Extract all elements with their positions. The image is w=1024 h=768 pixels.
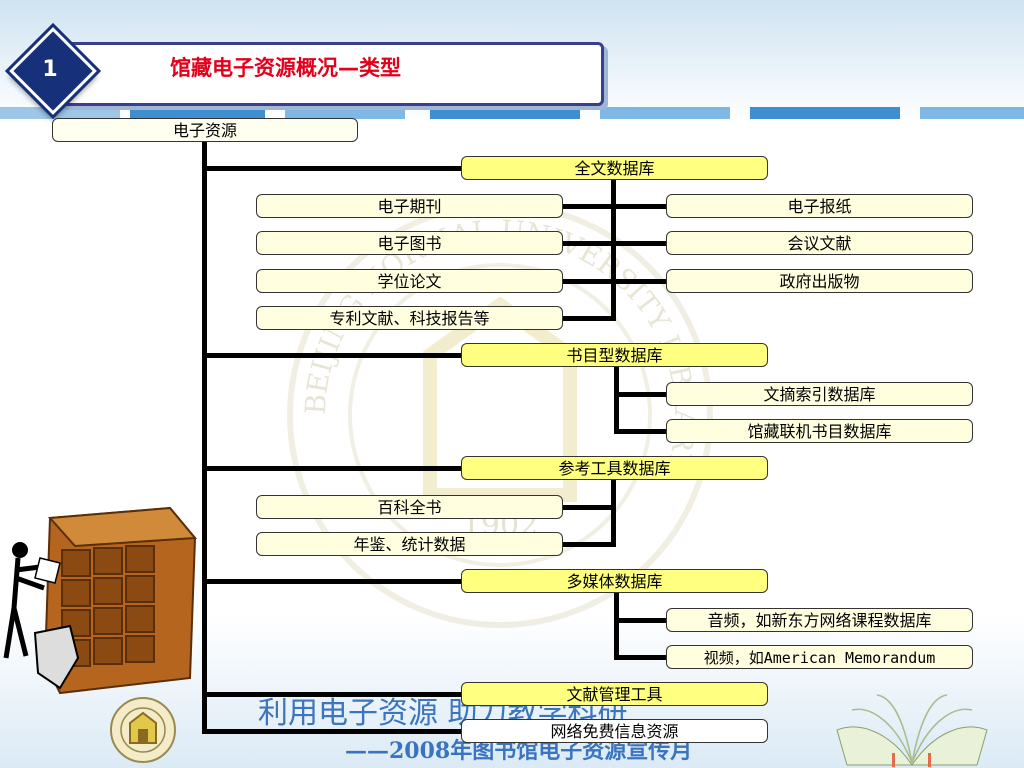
node-item: 馆藏联机书目数据库 [666, 419, 973, 443]
connector-line [614, 655, 666, 660]
node-item: 年鉴、统计数据 [256, 532, 563, 556]
header-stripe [430, 107, 580, 119]
library-seal-icon [110, 697, 176, 763]
connector-line [562, 505, 616, 510]
node-item: 政府出版物 [666, 269, 973, 293]
connector-line [562, 542, 616, 547]
node-root: 电子资源 [52, 118, 358, 142]
slide-number: 1 [42, 57, 58, 82]
header-stripe [600, 107, 730, 119]
node-section-header: 参考工具数据库 [461, 456, 768, 480]
person-at-bookshelf-clipart [3, 506, 198, 695]
slide-title: 馆藏电子资源概况—类型 [170, 56, 401, 80]
connector-line [202, 692, 464, 697]
header-stripe [920, 107, 1024, 119]
connector-line [614, 392, 666, 397]
connector-line [202, 166, 464, 171]
node-item: 视频，如American Memorandum [666, 645, 973, 669]
header-stripe [0, 107, 120, 119]
connector-line [614, 366, 619, 433]
header-stripe [750, 107, 900, 119]
node-item: 电子报纸 [666, 194, 973, 218]
node-section-header: 多媒体数据库 [461, 569, 768, 593]
node-section-header: 网络免费信息资源 [461, 719, 768, 743]
connector-line [614, 592, 619, 659]
connector-line [611, 480, 616, 546]
connector-line [202, 729, 464, 734]
node-item: 会议文献 [666, 231, 973, 255]
connector-line [202, 142, 207, 732]
header-stripe [130, 107, 265, 119]
connector-line [202, 466, 464, 471]
node-section-header: 文献管理工具 [461, 682, 768, 706]
node-item: 文摘索引数据库 [666, 382, 973, 406]
connector-line [562, 316, 616, 321]
node-section-header: 书目型数据库 [461, 343, 768, 367]
connector-line [562, 279, 666, 284]
connector-line [562, 241, 666, 246]
node-section-header: 全文数据库 [461, 156, 768, 180]
connector-line [614, 429, 666, 434]
node-item: 电子图书 [256, 231, 563, 255]
title-frame [58, 42, 604, 106]
node-item: 百科全书 [256, 495, 563, 519]
open-book-icon [836, 694, 988, 767]
node-item: 专利文献、科技报告等 [256, 306, 563, 330]
node-item: 电子期刊 [256, 194, 563, 218]
connector-line [614, 618, 666, 623]
connector-line [562, 204, 666, 209]
node-item: 音频，如新东方网络课程数据库 [666, 608, 973, 632]
connector-line [202, 579, 464, 584]
connector-line [611, 178, 616, 320]
header-stripe [285, 107, 405, 119]
node-item: 学位论文 [256, 269, 563, 293]
connector-line [202, 353, 464, 358]
